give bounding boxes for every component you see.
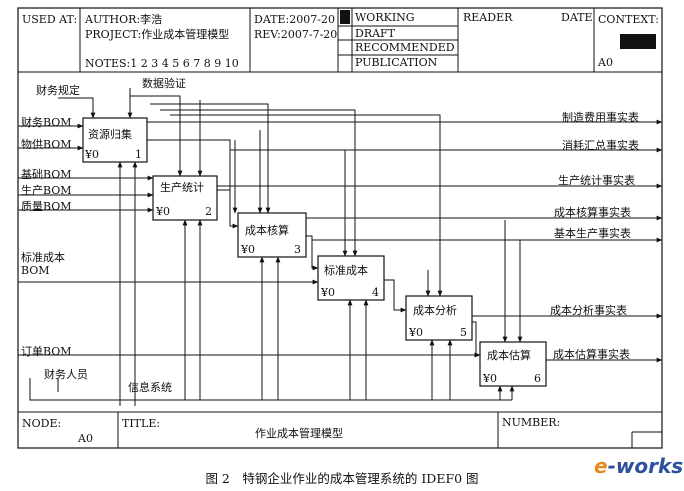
footer-grid	[18, 411, 662, 448]
box-3-cost: ¥0	[241, 243, 255, 256]
input-zhiliang-bom: 质量BOM	[21, 200, 72, 213]
used-at-label: USED AT:	[22, 13, 78, 26]
context-node: A0	[598, 56, 613, 69]
logo-suffix: -works	[607, 454, 684, 478]
output-shengchan-tongji: 生产统计事实表	[558, 174, 635, 187]
box-4-cost: ¥0	[321, 286, 335, 299]
project: PROJECT:作业成本管理模型	[85, 28, 230, 41]
box-5-cost: ¥0	[409, 326, 423, 339]
status-recommended: RECOMMENDED	[355, 41, 455, 54]
box-2-num: 2	[205, 205, 212, 218]
box-1-cost: ¥0	[85, 148, 99, 161]
logo-prefix: e	[594, 454, 608, 478]
mechanism-caiwu-renyuan: 财务人员	[44, 368, 88, 381]
eworks-logo: e-works	[594, 454, 683, 478]
box-5-num: 5	[460, 326, 467, 339]
box-1-num: 1	[135, 148, 142, 161]
figure-caption: 图 2 特钢企业作业的成本管理系统的 IDEF0 图	[205, 471, 479, 486]
node-label: NODE:	[22, 417, 62, 430]
input-biaozhun-line2: BOM	[21, 264, 50, 277]
box-4-num: 4	[372, 286, 379, 299]
status-publication: PUBLICATION	[355, 56, 438, 69]
input-jichu-bom: 基础BOM	[21, 168, 72, 181]
mechanism-xinxi-xitong: 信息系统	[128, 381, 172, 394]
working-marker	[340, 10, 350, 24]
output-jiben-shengchan: 基本生产事实表	[554, 227, 631, 240]
status-working: WORKING	[355, 11, 415, 24]
box-6	[479, 341, 547, 387]
diagram-frame	[17, 7, 663, 449]
box-2-label: 生产统计	[160, 181, 204, 194]
date: DATE:2007-20	[254, 13, 335, 26]
reader-label: READER	[463, 11, 513, 24]
node-value: A0	[78, 432, 93, 445]
input-wugong-bom: 物供BOM	[21, 138, 72, 151]
input-biaozhun-line1: 标准成本	[21, 251, 65, 264]
box-6-cost: ¥0	[483, 372, 497, 385]
control-shuju-yanzheng: 数据验证	[142, 77, 186, 90]
header-grid	[18, 8, 662, 73]
output-chengben-fenxi: 成本分析事实表	[550, 304, 627, 317]
box-4-label: 标准成本	[324, 264, 368, 277]
rev: REV:2007-7-20	[254, 28, 338, 41]
box-3-label: 成本核算	[245, 224, 289, 237]
box-2-cost: ¥0	[156, 205, 170, 218]
notes: NOTES:1 2 3 4 5 6 7 8 9 10	[85, 57, 239, 70]
title-value: 作业成本管理模型	[255, 427, 343, 440]
output-xiaohao: 消耗汇总事实表	[562, 139, 639, 152]
box-6-num: 6	[534, 372, 541, 385]
box-1	[82, 117, 148, 163]
number-label: NUMBER:	[502, 416, 561, 429]
control-caiwu	[58, 97, 96, 119]
status-draft: DRAFT	[355, 27, 396, 40]
output-chengben-gusuan: 成本估算事实表	[553, 348, 630, 361]
box-5-label: 成本分析	[413, 304, 457, 317]
box-6-label: 成本估算	[487, 349, 531, 362]
input-dingdan-bom: 订单BOM	[21, 345, 72, 358]
reader-date-label: DATE	[561, 11, 593, 24]
author: AUTHOR:李浩	[85, 13, 163, 26]
output-zhizao: 制造费用事实表	[562, 111, 639, 124]
output-chengben-hesuan: 成本核算事实表	[554, 206, 631, 219]
context-label: CONTEXT:	[598, 13, 659, 26]
context-black-box	[620, 34, 656, 49]
input-shengchan-bom: 生产BOM	[21, 184, 72, 197]
box-1-label: 资源归集	[88, 128, 132, 141]
box-3	[237, 212, 307, 258]
arrows	[18, 88, 663, 406]
box-3-num: 3	[294, 243, 301, 256]
input-caiwu-bom: 财务BOM	[21, 116, 72, 129]
title-label: TITLE:	[122, 417, 161, 430]
activity-boxes	[82, 117, 547, 387]
control-caiwu-guiding: 财务规定	[36, 84, 80, 97]
box-5	[405, 295, 473, 341]
